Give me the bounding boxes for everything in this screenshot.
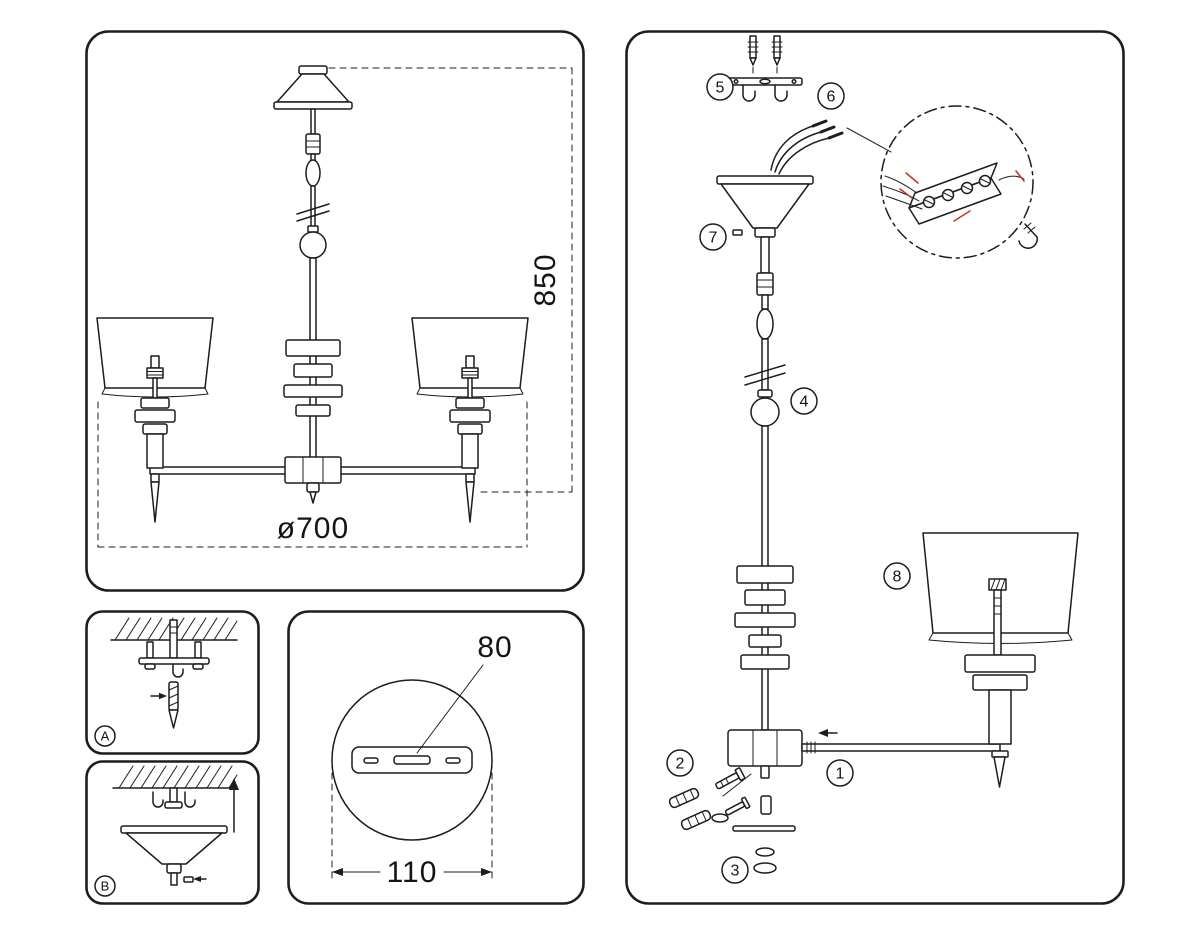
anchors-and-screws	[668, 767, 752, 831]
callout-7-label: 7	[709, 230, 718, 247]
center-column	[283, 257, 343, 459]
step-a-label: A	[101, 729, 110, 744]
width-dimension-label: ø700	[277, 512, 349, 545]
callout-1: 1	[826, 759, 854, 787]
lamp-left	[96, 317, 214, 523]
callout-2: 2	[666, 749, 694, 777]
hook-icon	[172, 663, 184, 678]
plate-dim-110: 110	[331, 761, 493, 889]
callout-4-label: 4	[800, 394, 809, 411]
wiring-zoom-detail	[880, 105, 1038, 259]
exploded-panel: 5 6 7 4 8 1 2	[625, 30, 1125, 905]
callout-2-label: 2	[676, 756, 685, 773]
callout-5: 5	[706, 73, 734, 101]
mount-a-frame	[85, 610, 260, 755]
lower-column	[734, 425, 796, 731]
wires	[770, 119, 892, 175]
callout-8-label: 8	[893, 569, 902, 586]
arrow-left-icon	[818, 729, 828, 737]
callout-6: 6	[817, 82, 845, 110]
bracket-install	[138, 619, 210, 678]
wire-mark-red	[953, 210, 971, 222]
plate-right-slot	[445, 757, 461, 764]
plate-zoom-circle	[331, 679, 493, 841]
plate-bottom-label: 110	[387, 856, 438, 889]
arrow-up-icon	[229, 778, 239, 790]
plate-frame	[287, 610, 585, 905]
callout-8: 8	[883, 562, 911, 590]
mount-b-frame	[85, 760, 260, 905]
canopy-install	[120, 787, 228, 886]
overview-frame	[85, 30, 585, 592]
lamp-unit	[922, 532, 1079, 788]
socket-parts	[732, 795, 796, 874]
height-dimension-label: 850	[529, 253, 562, 306]
mount-b-panel: B	[85, 760, 260, 905]
push-up-arrow	[229, 778, 239, 833]
hanging-ring	[750, 397, 780, 427]
wall-plug	[668, 787, 700, 809]
arm-rod	[801, 729, 1001, 754]
step-b-label: B	[101, 879, 110, 894]
callout-4: 4	[790, 387, 818, 415]
callout-7: 7	[699, 223, 727, 251]
arrow-left-icon	[193, 876, 201, 882]
callout-3: 3	[721, 856, 749, 884]
screw	[724, 801, 746, 816]
hook-icon	[774, 84, 788, 102]
arrow-right-icon	[159, 692, 167, 700]
hook-icon	[184, 791, 196, 808]
callout-1-label: 1	[836, 766, 845, 783]
exploded-frame	[625, 30, 1125, 905]
hook-icon	[152, 791, 164, 808]
hanging-ring	[299, 231, 327, 259]
washer	[711, 813, 729, 823]
mounting-bracket	[727, 35, 803, 102]
callout-6-label: 6	[827, 89, 836, 106]
wire-mark-red	[1015, 170, 1025, 182]
wall-anchor	[150, 681, 179, 729]
lamp-right	[411, 317, 529, 523]
canopy	[273, 65, 353, 110]
plate-left-slot	[363, 757, 379, 764]
height-dimension: 850	[328, 67, 573, 493]
chain-parts	[744, 236, 786, 427]
mount-a-panel: A	[85, 610, 260, 755]
callout-3-label: 3	[731, 863, 740, 880]
ceiling-hatch	[112, 765, 238, 789]
plate-top-label: 80	[477, 631, 512, 664]
overview-panel: 850 ø700	[85, 30, 585, 592]
step-b-badge: B	[94, 875, 116, 897]
wire-mark-red	[899, 188, 913, 199]
plate-detail-panel: 80 110	[287, 610, 585, 905]
plate-dim-80: 80	[416, 631, 512, 754]
wall-plug	[680, 809, 712, 831]
canopy	[716, 175, 814, 238]
plate-center-slot	[393, 755, 431, 765]
width-dimension: ø700	[97, 401, 528, 548]
callout-5-label: 5	[716, 80, 725, 97]
hook-icon	[742, 84, 756, 102]
center-hub	[284, 456, 342, 504]
wire-mark-red	[905, 172, 919, 184]
suspension-chain	[296, 108, 330, 259]
set-screw	[732, 229, 743, 236]
step-a-badge: A	[94, 725, 116, 747]
